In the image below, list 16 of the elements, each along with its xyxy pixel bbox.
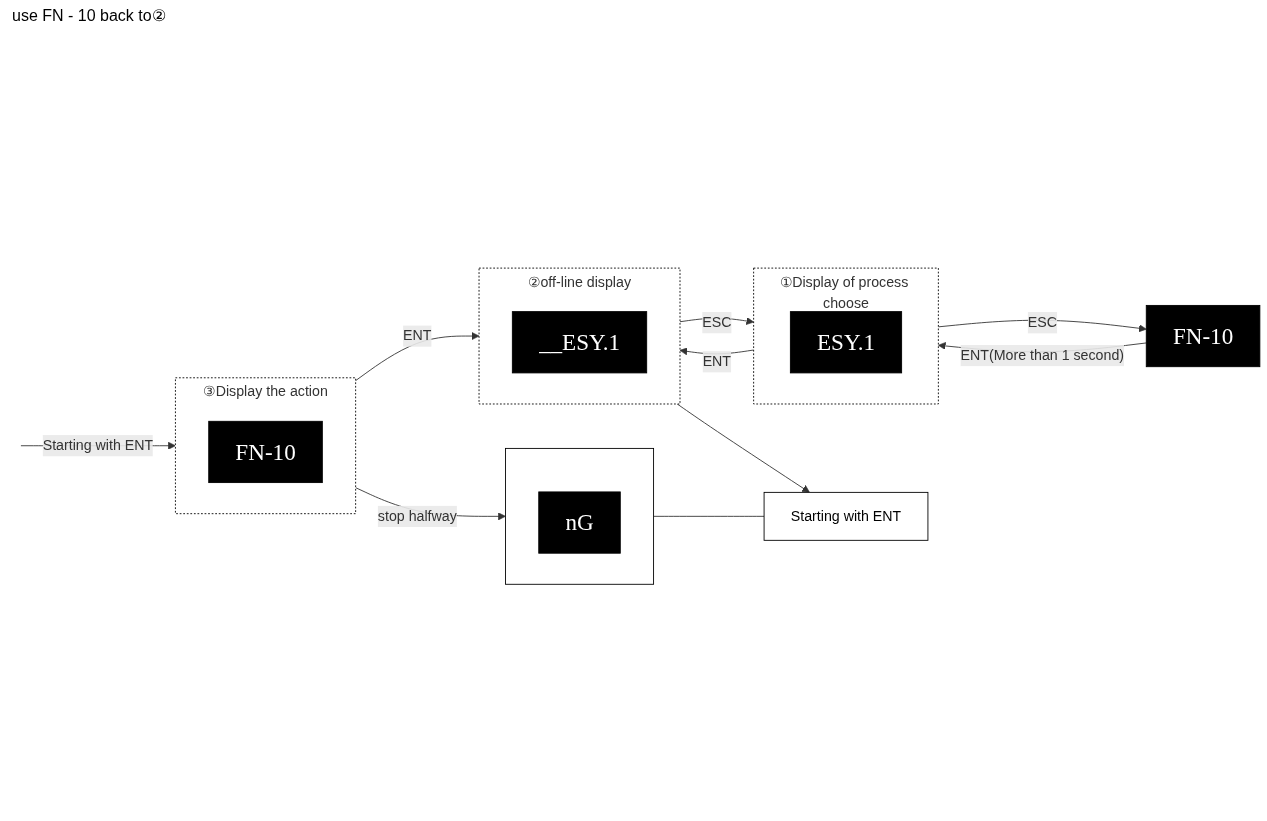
node-box: FN-10 xyxy=(1145,304,1261,367)
cluster xyxy=(505,447,655,585)
edge-label: ENT(More than 1 second) xyxy=(960,347,1125,363)
edge-label: ESC xyxy=(702,314,732,330)
edge-label: stop halfway xyxy=(377,508,457,524)
node-box: ESY.1 xyxy=(789,310,903,374)
note-text: use FN - 10 back to② xyxy=(12,6,167,25)
node-box: __ESY.1 xyxy=(511,310,648,374)
edge-label: ESC xyxy=(1027,314,1058,330)
node-box: nG xyxy=(538,491,621,554)
node-box: Starting with ENT xyxy=(763,491,929,541)
node-box: FN-10 xyxy=(208,420,323,483)
edge-label: ENT xyxy=(403,327,432,343)
edge-label: ENT xyxy=(702,353,732,369)
edge-label: Starting with ENT xyxy=(42,437,154,453)
connector xyxy=(653,515,765,517)
